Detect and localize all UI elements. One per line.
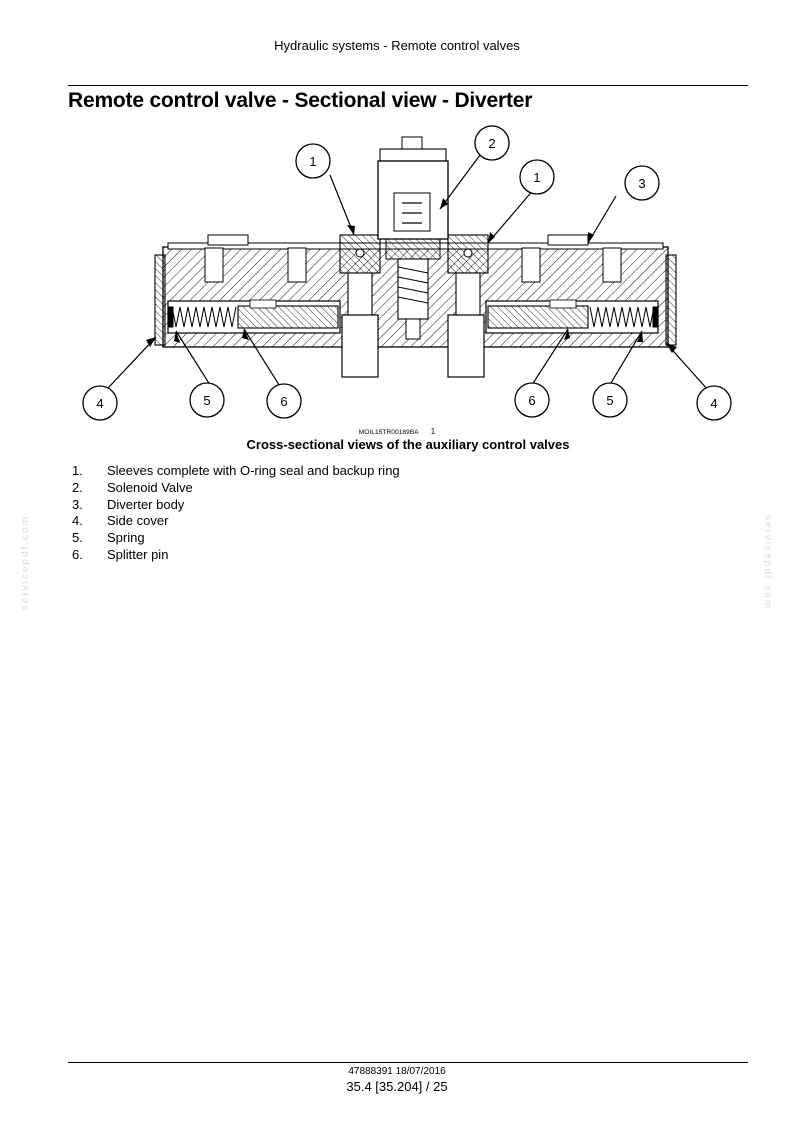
callout-1-left: 1 [295, 143, 331, 179]
callout-5-right: 5 [592, 382, 628, 418]
callout-5-left: 5 [189, 382, 225, 418]
callout-1-right: 1 [519, 159, 555, 195]
footer-rule [68, 1062, 748, 1063]
side-cover-right [665, 254, 677, 346]
watermark-right: servicepdf.com [762, 515, 773, 611]
legend-item: 4.Side cover [72, 513, 169, 529]
svg-text:5: 5 [203, 393, 210, 408]
legend-item: 5.Spring [72, 530, 145, 546]
sleeve-right [447, 234, 489, 378]
svg-text:6: 6 [528, 393, 535, 408]
sectional-view-figure: 1 2 1 3 4 5 6 6 [68, 125, 758, 430]
legend-item: 6.Splitter pin [72, 546, 169, 562]
watermark-left: servicepdf.com [20, 515, 31, 611]
spring-left [167, 306, 237, 328]
callout-6-right: 6 [514, 382, 550, 418]
header-rule [68, 85, 748, 86]
splitter-pin-left [237, 299, 339, 329]
svg-text:5: 5 [606, 393, 613, 408]
legend-list: 1.Sleeves complete with O-ring seal and … [72, 463, 402, 564]
running-header: Hydraulic systems - Remote control valve… [274, 38, 520, 53]
callout-2: 2 [474, 125, 510, 161]
document-reference: 47888391 18/07/2016 [348, 1066, 446, 1077]
svg-text:1: 1 [533, 170, 540, 185]
callout-6-left: 6 [266, 383, 302, 419]
svg-text:4: 4 [96, 396, 103, 411]
page-reference: 35.4 [35.204] / 25 [346, 1079, 448, 1094]
svg-text:3: 3 [638, 176, 645, 191]
sleeve-left [339, 234, 381, 378]
figure-code-text: MOIL15TR00189BA [358, 429, 419, 436]
splitter-pin-right [487, 299, 589, 329]
callout-4-right: 4 [696, 385, 732, 421]
legend-item: 3.Diverter body [72, 496, 185, 512]
valve-cross-section-drawing: 1 2 1 3 4 5 6 6 [82, 125, 732, 421]
legend-item: 1.Sleeves complete with O-ring seal and … [72, 463, 400, 478]
figure-code: MOIL15TR00189BA 1 [0, 427, 794, 436]
side-cover-left [154, 254, 166, 346]
callout-4-left: 4 [82, 385, 118, 421]
svg-text:1: 1 [309, 154, 316, 169]
figure-caption: Cross-sectional views of the auxiliary c… [246, 437, 570, 452]
svg-text:4: 4 [710, 396, 717, 411]
callout-3: 3 [624, 165, 660, 201]
solenoid-valve [377, 136, 449, 340]
svg-text:2: 2 [488, 136, 495, 151]
legend-item: 2.Solenoid Valve [72, 479, 193, 495]
page-title: Remote control valve - Sectional view - … [68, 89, 533, 112]
figure-number: 1 [430, 427, 436, 436]
spring-right [589, 306, 659, 328]
svg-text:6: 6 [280, 394, 287, 409]
